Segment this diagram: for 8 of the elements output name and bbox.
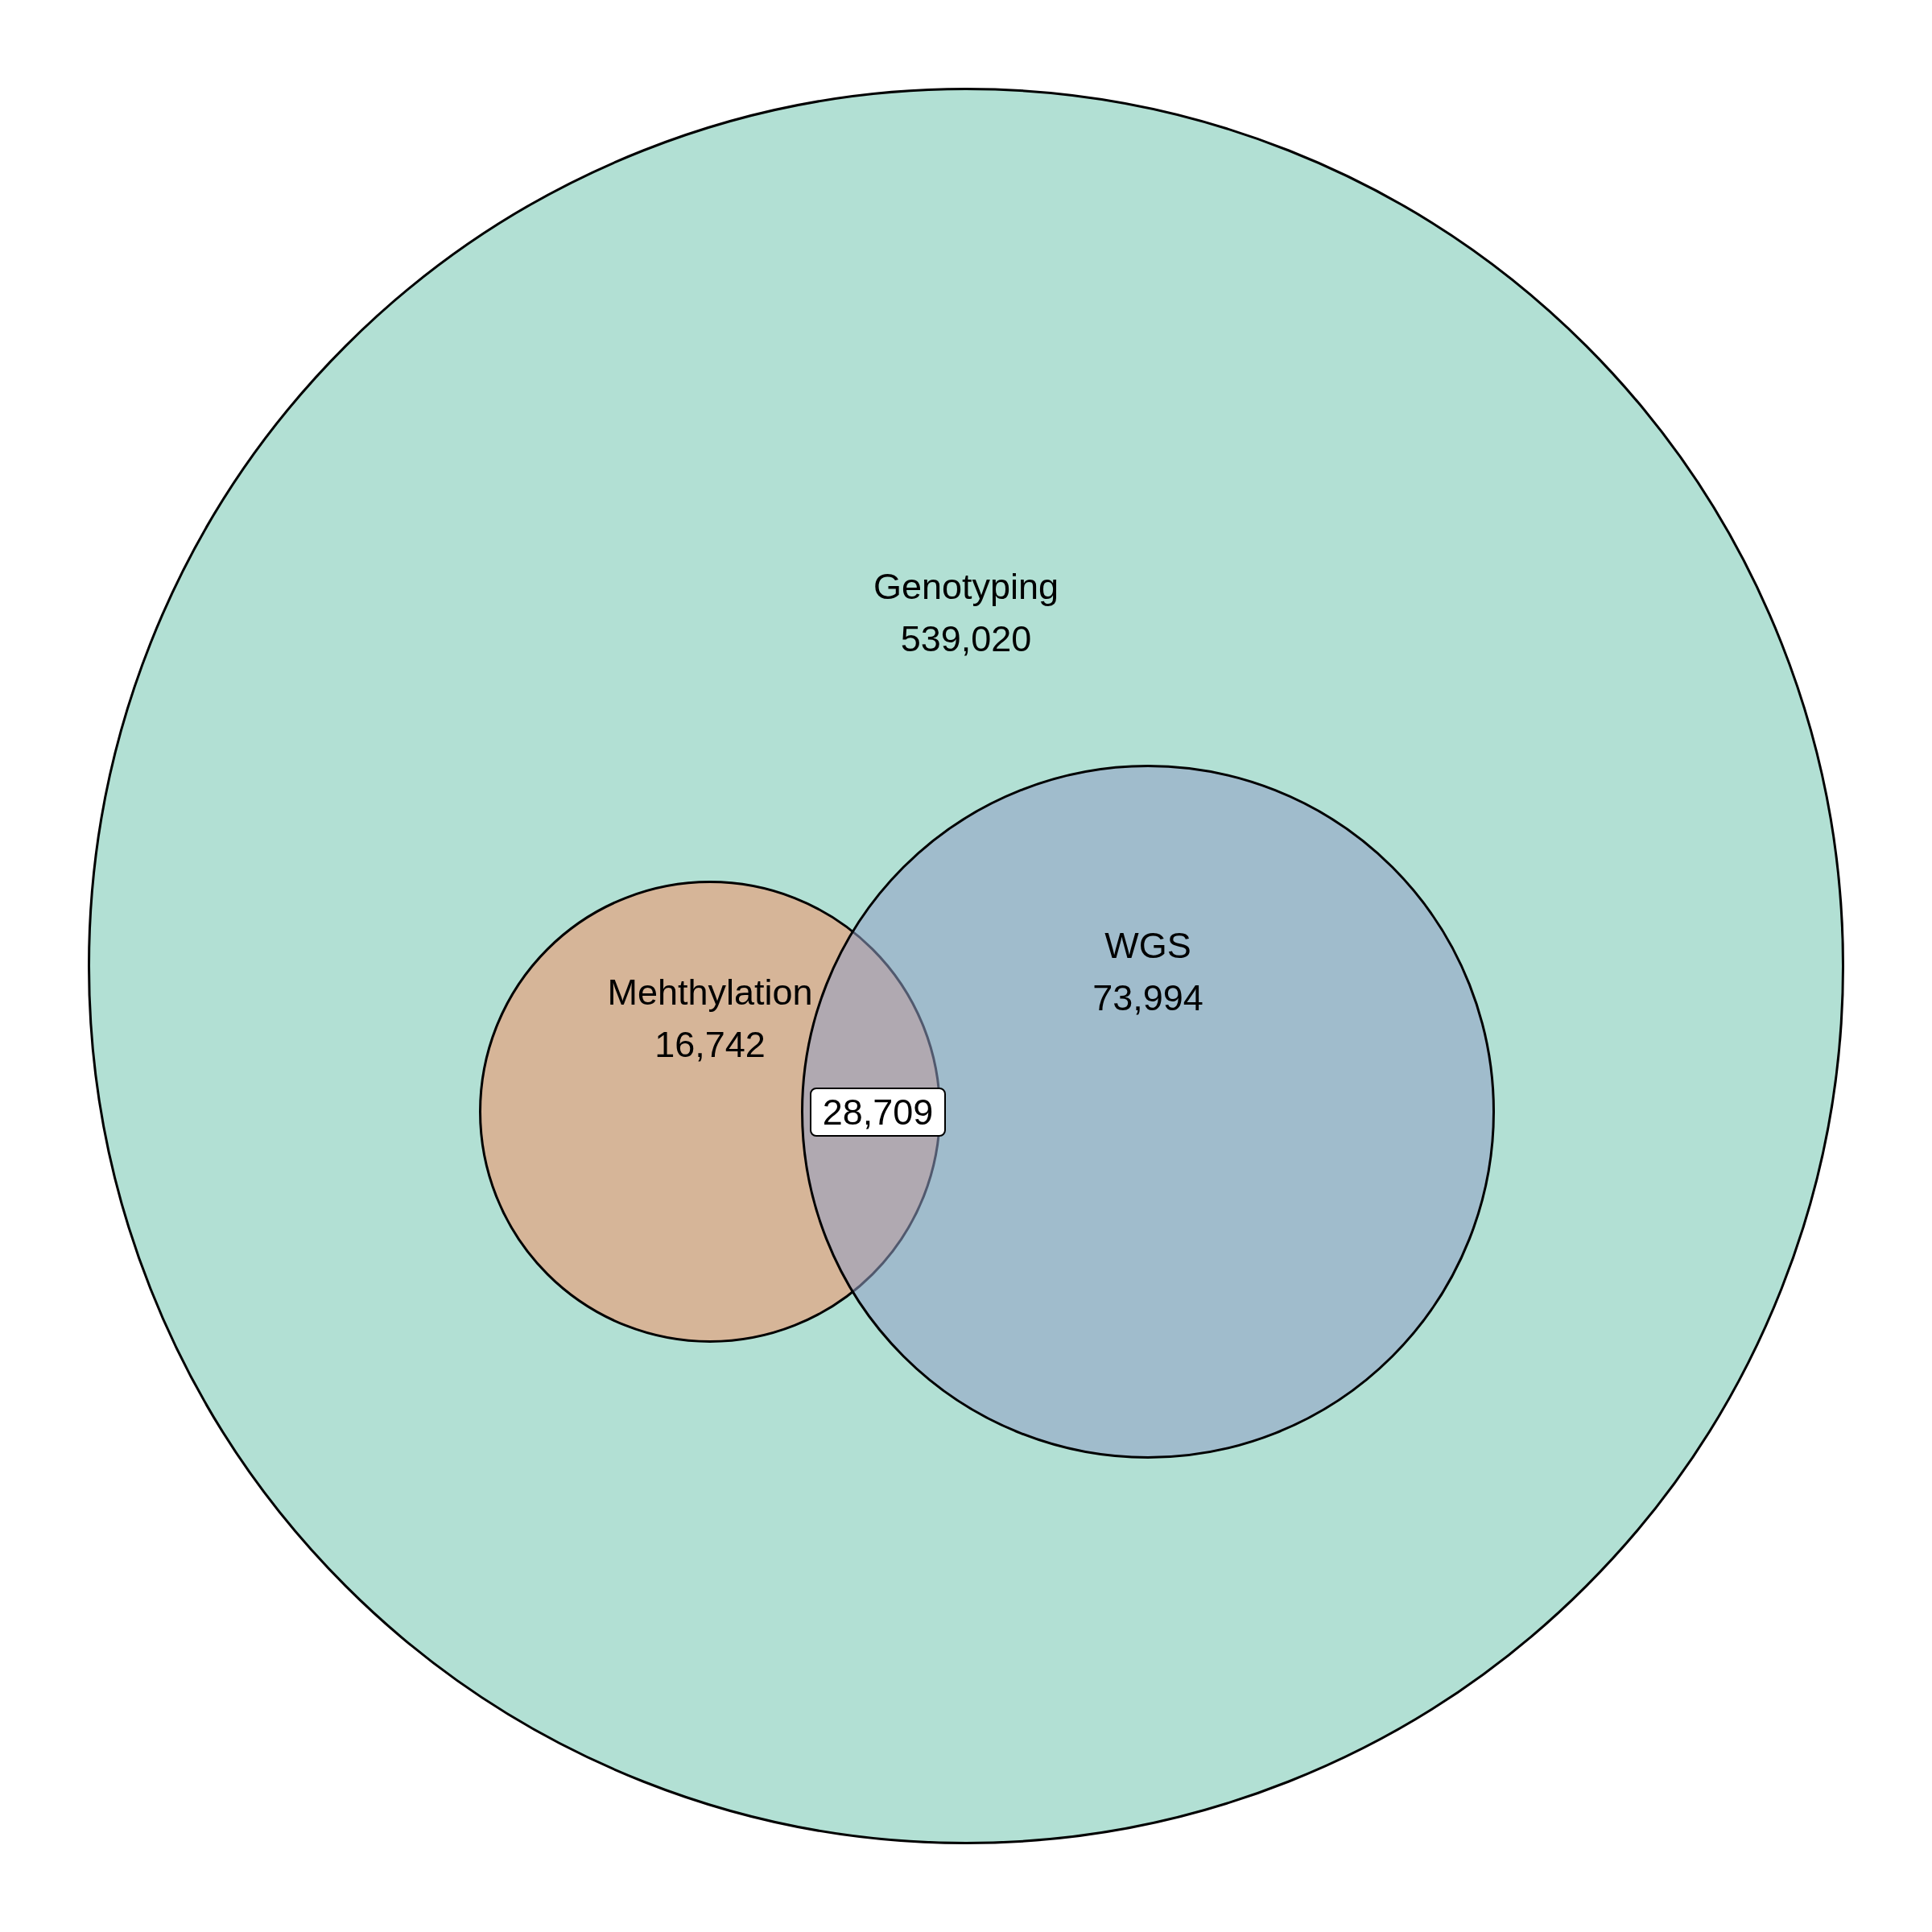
count-label: 73,994	[1092, 976, 1203, 1020]
count-label: 28,709	[822, 1091, 934, 1134]
set-label: Genotyping	[873, 565, 1059, 609]
intersection-label-box	[810, 1088, 946, 1137]
count-label: 539,020	[900, 617, 1032, 661]
set-label: WGS	[1104, 924, 1191, 968]
set-label: Mehthylation	[607, 971, 813, 1014]
count-label: 16,742	[654, 1023, 766, 1067]
